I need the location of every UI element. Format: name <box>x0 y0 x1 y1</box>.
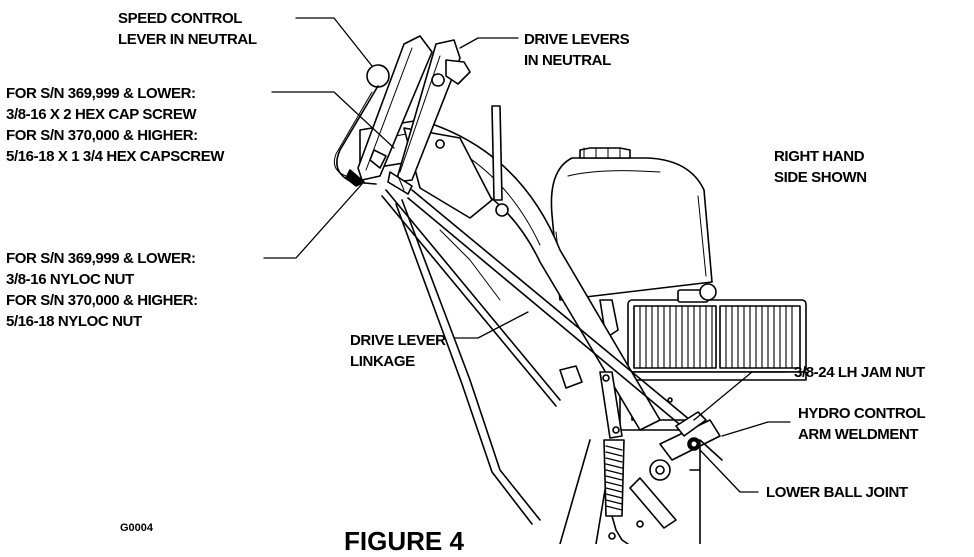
drive-linkage-label: DRIVE LEVER LINKAGE <box>350 330 446 372</box>
nyloc-nut-line-3: FOR S/N 370,000 & HIGHER: <box>6 292 198 309</box>
cap-screw-label: FOR S/N 369,999 & LOWER: 3/8-16 X 2 HEX … <box>6 83 224 167</box>
ball-joint-line-1: LOWER BALL JOINT <box>766 484 908 501</box>
cap-screw-line-1: FOR S/N 369,999 & LOWER: <box>6 85 196 102</box>
right-hand-label: RIGHT HAND SIDE SHOWN <box>774 146 867 188</box>
figure-code: G0004 <box>120 522 154 534</box>
nyloc-nut-line-4: 5/16-18 NYLOC NUT <box>6 313 142 330</box>
upright-post <box>491 105 509 217</box>
speed-control-line-2: LEVER IN NEUTRAL <box>118 31 257 48</box>
drive-linkage-line-2: LINKAGE <box>350 353 415 370</box>
control-levers <box>333 35 471 195</box>
air-filter <box>627 283 807 381</box>
cap-screw-line-2: 3/8-16 X 2 HEX CAP SCREW <box>6 106 197 123</box>
lower-linkage <box>559 365 723 544</box>
cap-screw-line-3: FOR S/N 370,000 & HIGHER: <box>6 127 198 144</box>
right-hand-line-1: RIGHT HAND <box>774 148 865 165</box>
hydro-arm-label: HYDRO CONTROL ARM WELDMENT <box>798 403 926 445</box>
nyloc-nut-line-1: FOR S/N 369,999 & LOWER: <box>6 250 196 267</box>
jam-nut-label: 3/8-24 LH JAM NUT <box>794 362 925 383</box>
jam-nut-line-1: 3/8-24 LH JAM NUT <box>794 364 925 381</box>
nyloc-nut-label: FOR S/N 369,999 & LOWER: 3/8-16 NYLOC NU… <box>6 248 198 332</box>
ball-joint-label: LOWER BALL JOINT <box>766 482 908 503</box>
drive-linkage-line-1: DRIVE LEVER <box>350 332 446 349</box>
speed-control-label: SPEED CONTROL LEVER IN NEUTRAL <box>118 8 257 50</box>
drive-levers-label: DRIVE LEVERS IN NEUTRAL <box>524 29 630 71</box>
right-hand-line-2: SIDE SHOWN <box>774 169 867 186</box>
fuel-tank <box>550 147 713 301</box>
drive-levers-line-1: DRIVE LEVERS <box>524 31 630 48</box>
nyloc-nut-line-2: 3/8-16 NYLOC NUT <box>6 271 134 288</box>
figure-title: FIGURE 4 <box>344 526 464 556</box>
hydro-arm-line-2: ARM WELDMENT <box>798 426 919 443</box>
drive-levers-line-2: IN NEUTRAL <box>524 52 611 69</box>
hydro-arm-line-1: HYDRO CONTROL <box>798 405 926 422</box>
mechanism-illustration <box>263 17 807 544</box>
speed-control-line-1: SPEED CONTROL <box>118 10 242 27</box>
linkage-rods <box>381 189 691 525</box>
leader-lines <box>263 17 791 493</box>
cap-screw-line-4: 5/16-18 X 1 3/4 HEX CAPSCREW <box>6 148 225 165</box>
control-plate <box>403 127 493 219</box>
